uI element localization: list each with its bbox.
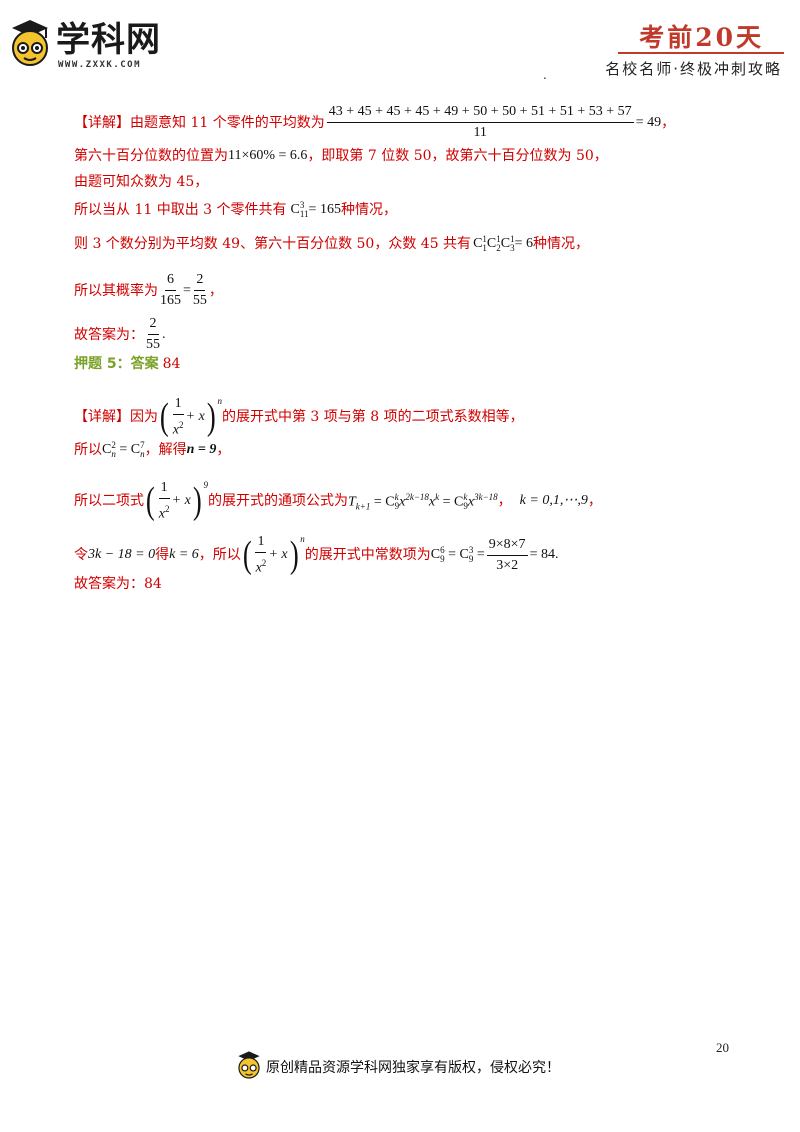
logo-mascot-icon xyxy=(8,18,52,68)
text: ， xyxy=(497,493,512,510)
exponent: 9 xyxy=(203,480,208,491)
heading-title: 押题 5：答案 xyxy=(74,356,159,372)
denominator: 11 xyxy=(473,125,487,140)
text: ， xyxy=(208,282,223,299)
text: ， xyxy=(216,442,231,458)
header-rule xyxy=(618,52,784,54)
text: 所以 xyxy=(74,442,102,458)
text: 由题意知 11 个零件的平均数为 xyxy=(130,114,325,131)
exponent: n xyxy=(300,534,305,545)
text: 第六十百分位数的位置为 xyxy=(74,148,228,164)
text: 故答案为：84 xyxy=(74,576,162,592)
solution-line-mean: 【详解】 由题意知 11 个零件的平均数为 43 + 45 + 45 + 45 … xyxy=(74,104,675,141)
page-number: 20 xyxy=(716,1040,729,1055)
answer-line-4: 故答案为： 2 55 . xyxy=(74,316,166,353)
mean-fraction: 43 + 45 + 45 + 45 + 49 + 50 + 50 + 51 + … xyxy=(326,104,634,141)
solution-line-constant-term: 令 3k − 18 = 0 得 k = 6 ，所以 ( 1 x2 + x ) n… xyxy=(74,534,558,577)
exponent: n xyxy=(217,396,222,407)
math: + x xyxy=(185,409,205,425)
text: 则 3 个数分别为平均数 49、第六十百分位数 50，众数 45 共有 xyxy=(74,236,472,252)
text: 所以其概率为 xyxy=(74,282,158,299)
solution-line-general-term: 所以二项式 ( 1 x2 + x ) 9 的展开式的通项公式为 Tk+1 = C… xyxy=(74,480,602,523)
fraction: 2 55 xyxy=(192,272,207,308)
text: 种情况， xyxy=(340,202,397,218)
header-title: 考前20天 xyxy=(639,23,764,52)
text: 由题可知众数为 45， xyxy=(74,174,209,190)
solution-line-binomial: 【详解】 因为 ( 1 x2 + x ) n 的展开式中第 3 项与第 8 项的… xyxy=(74,396,524,439)
text: 令 xyxy=(74,547,88,564)
text: ， xyxy=(661,114,676,131)
text: 得 xyxy=(155,547,170,564)
text: 的展开式中常数项为 xyxy=(304,547,431,564)
solution-line-mode: 由题可知众数为 45， xyxy=(74,172,208,192)
logo-text: 学科网 xyxy=(56,20,161,60)
fraction: 9×8×7 3×2 xyxy=(486,536,528,573)
header-subtitle: 名校名师·终极冲刺攻略 xyxy=(605,60,782,78)
text: 故答案为： xyxy=(74,326,144,343)
solution-line-percentile: 第六十百分位数的位置为 11×60% = 6.6 ，即取第 7 位数 50，故第… xyxy=(74,146,608,166)
math: . xyxy=(554,547,559,563)
fraction: 6 165 xyxy=(160,272,181,308)
header-dot: . xyxy=(543,68,547,82)
detail-tag: 【详解】 xyxy=(74,409,130,426)
math: k = 0,1,⋯,9 xyxy=(519,493,588,509)
math: = 84 xyxy=(529,547,555,563)
heading-answer: 84 xyxy=(162,356,181,372)
text: ，所以 xyxy=(198,547,241,564)
footer-mascot-icon xyxy=(236,1050,262,1084)
math: = xyxy=(183,282,191,298)
math: = 6 xyxy=(514,236,533,251)
answer-line-5: 故答案为：84 xyxy=(74,574,162,594)
math: 3k − 18 = 0 xyxy=(88,547,156,563)
math: 11×60% = 6.6 xyxy=(228,148,308,163)
text: 种情况， xyxy=(533,236,589,252)
question-5-heading: 押题 5：答案 84 xyxy=(74,354,180,374)
text: 因为 xyxy=(130,409,158,426)
solution-line-probability: 所以其概率为 6 165 = 2 55 ， xyxy=(74,272,223,309)
text: 的展开式的通项公式为 xyxy=(207,493,348,510)
text: ， xyxy=(587,493,602,510)
math: n = 9 xyxy=(186,442,217,457)
fraction: 1 x2 xyxy=(158,480,170,522)
text: 所以二项式 xyxy=(74,493,144,510)
math: = 165 xyxy=(308,202,341,217)
text: 的展开式中第 3 项与第 8 项的二项式系数相等， xyxy=(221,409,524,426)
math: + x xyxy=(171,493,191,509)
text: ，即取第 7 位数 50，故第六十百分位数为 50， xyxy=(307,148,608,164)
logo-url: WWW.ZXXK.COM xyxy=(58,60,142,70)
math: . xyxy=(162,326,166,342)
detail-tag: 【详解】 xyxy=(74,114,130,131)
text: 所以当从 11 中取出 3 个零件共有 xyxy=(74,202,287,218)
fraction: 1 x2 xyxy=(172,396,184,438)
fraction: 1 x2 xyxy=(255,534,267,576)
numerator: 43 + 45 + 45 + 45 + 49 + 50 + 50 + 51 + … xyxy=(326,104,634,123)
footer-copyright: 原创精品资源学科网独家享有版权，侵权必究！ xyxy=(266,1060,560,1076)
footer: 原创精品资源学科网独家享有版权，侵权必究！ xyxy=(236,1050,560,1084)
text: ，解得 xyxy=(144,442,187,458)
math: = 49 xyxy=(635,114,662,130)
math: + x xyxy=(268,547,288,563)
fraction: 2 55 xyxy=(146,316,160,352)
math: k = 6 xyxy=(169,547,199,563)
